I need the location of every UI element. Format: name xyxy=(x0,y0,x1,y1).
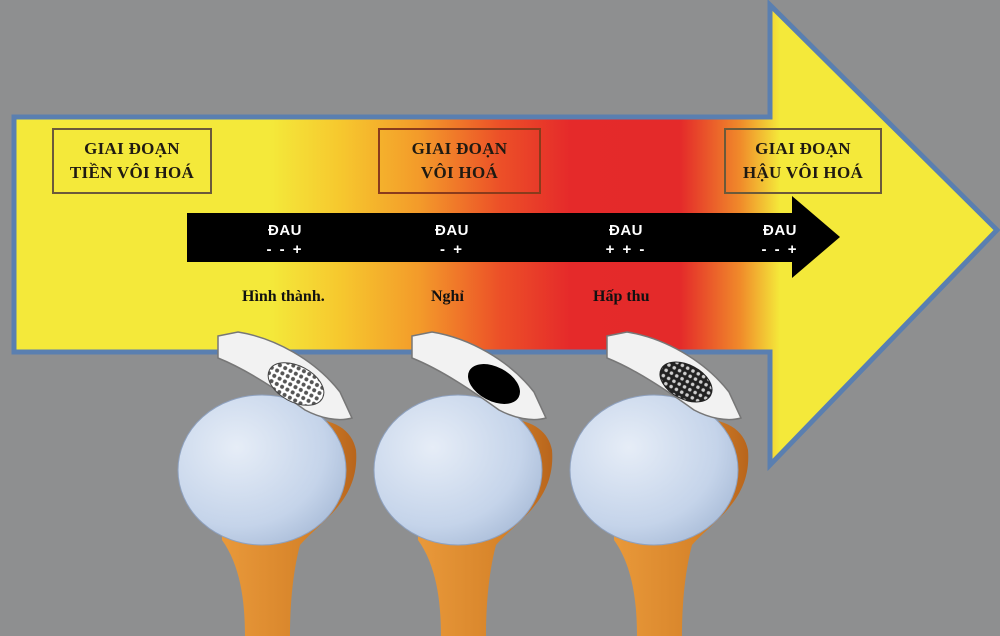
phase-label-formation: Hình thành. xyxy=(242,288,325,305)
pain-sign: - - + xyxy=(761,241,799,258)
timeline-arrow xyxy=(187,196,840,278)
shoulder-resorption xyxy=(569,331,749,636)
phase-label-resorption: Hấp thu xyxy=(593,288,650,305)
pain-indicator-4: ĐAU - - + xyxy=(740,222,820,258)
pain-label: ĐAU xyxy=(268,222,302,239)
pain-indicator-2: ĐAU - + xyxy=(412,222,492,258)
pain-indicator-1: ĐAU - - + xyxy=(245,222,325,258)
stage-title: GIAI ĐOẠN xyxy=(755,139,851,158)
stage-title: GIAI ĐOẠN xyxy=(84,139,180,158)
shoulder-formation xyxy=(177,331,357,636)
stage-title: GIAI ĐOẠN xyxy=(411,139,508,158)
pain-sign: - - + xyxy=(266,241,304,258)
phase-label-resting: Nghỉ xyxy=(431,288,464,305)
stage-subtitle: VÔI HOÁ xyxy=(420,163,499,182)
stage-box-post-calcific: GIAI ĐOẠN HẬU VÔI HOÁ xyxy=(724,128,882,194)
pain-label: ĐAU xyxy=(435,222,469,239)
stage-box-pre-calcific: GIAI ĐOẠN TIỀN VÔI HOÁ xyxy=(52,128,212,194)
pain-label: ĐAU xyxy=(609,222,643,239)
stage-box-calcific: GIAI ĐOẠN VÔI HOÁ xyxy=(378,128,541,194)
pain-label: ĐAU xyxy=(763,222,797,239)
shoulder-resting xyxy=(373,331,553,636)
pain-sign: + + - xyxy=(605,241,647,258)
pain-indicator-3: ĐAU + + - xyxy=(586,222,666,258)
pain-sign: - + xyxy=(440,241,464,258)
stage-subtitle: TIỀN VÔI HOÁ xyxy=(69,163,195,182)
stage-subtitle: HẬU VÔI HOÁ xyxy=(742,163,864,182)
